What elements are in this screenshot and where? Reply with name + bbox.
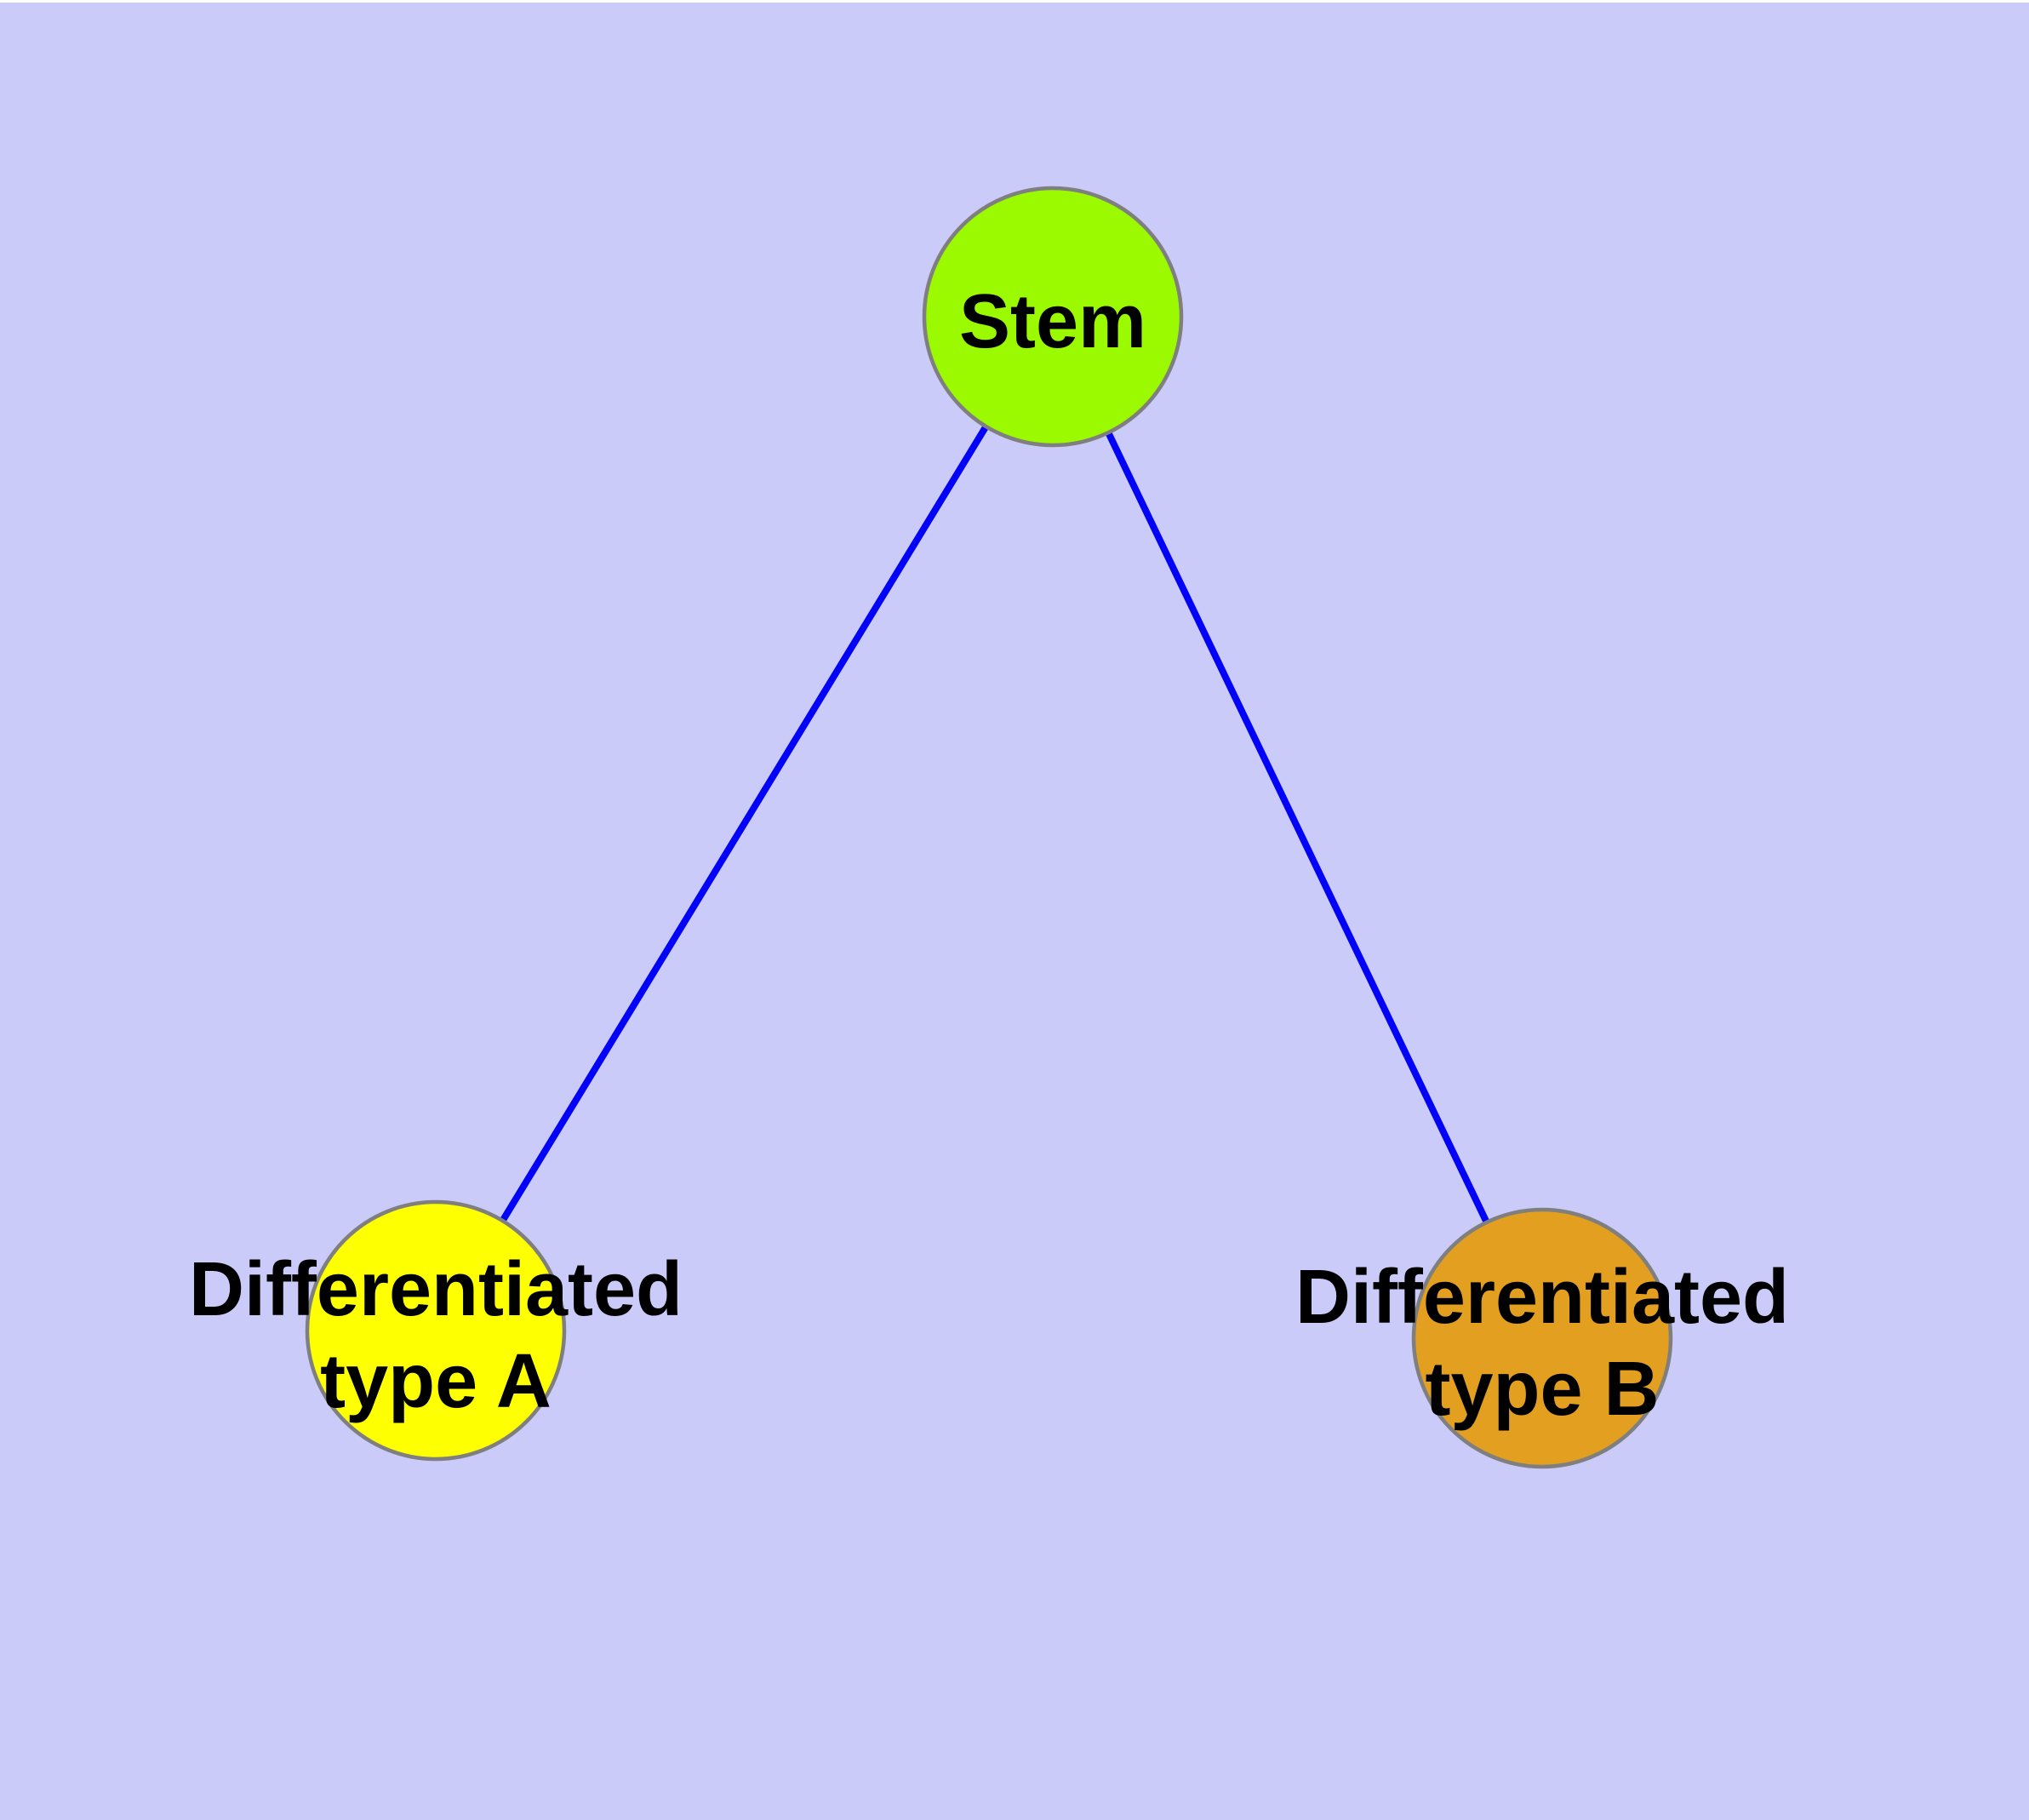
node-label-line: type B [1425, 1347, 1659, 1432]
edge-stem-to-differentiated-type-a [432, 314, 1056, 1333]
node-label-stem: Stem [959, 279, 1146, 364]
nodes-layer [305, 186, 1673, 1469]
node-differentiated-type-a [305, 1199, 567, 1462]
node-differentiated-type-b [1411, 1207, 1673, 1469]
node-stem [922, 186, 1184, 448]
window-edge-strip [0, 0, 2029, 3]
node-label-line: Differentiated [189, 1247, 683, 1332]
node-label-line: type A [320, 1339, 552, 1424]
edges-layer [432, 314, 1546, 1340]
node-label-line: Differentiated [1295, 1255, 1789, 1340]
node-label-line: Stem [959, 279, 1146, 364]
edge-stem-to-differentiated-type-b [1049, 315, 1546, 1340]
